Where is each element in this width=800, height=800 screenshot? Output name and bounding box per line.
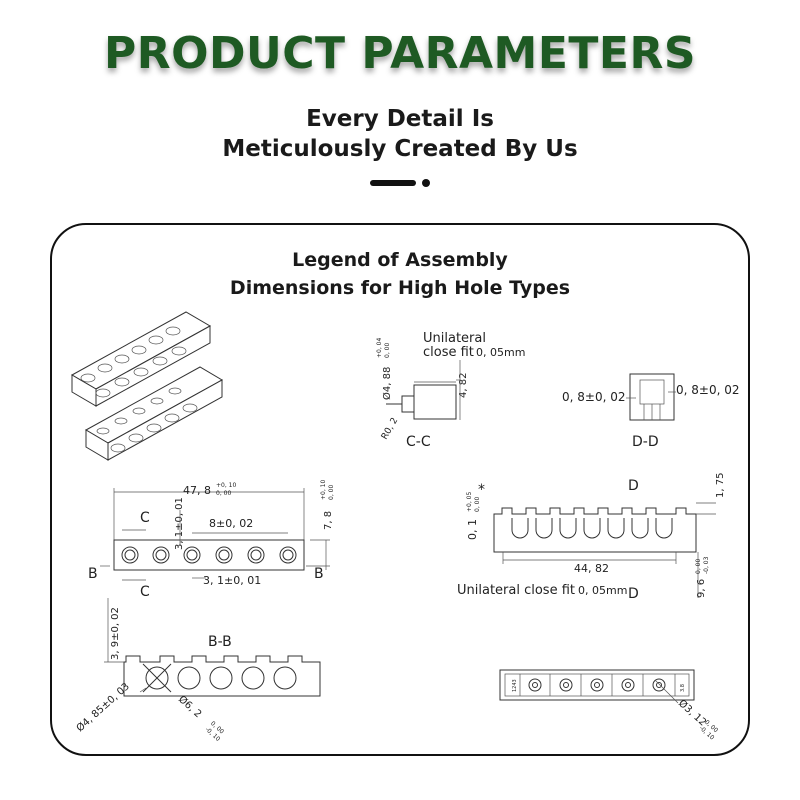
subtitle-line-1: Every Detail Is [306, 106, 494, 132]
diagram-panel [50, 223, 750, 756]
side-top-dim: 1, 75 [715, 473, 726, 498]
top-width: 7, 8 [323, 511, 334, 530]
cc-note-value: 0, 05mm [476, 346, 525, 359]
bb-hole2-dim: Ø6, 2 [176, 693, 204, 720]
side-depth-tol-upper: +0, 05 [466, 492, 473, 512]
side-note-value: 0, 05mm [578, 584, 627, 597]
bottom-part-mark-right: 3.8 [680, 684, 686, 692]
section-marker-c-top: C [140, 510, 150, 526]
bottom-view: 1243 3.8 Ø3, 12 0, 00 -0, 10 [499, 669, 719, 742]
bb-height-dim: 3, 9±0, 02 [110, 607, 121, 660]
dd-left-dim: 0, 8±0, 02 [562, 390, 626, 404]
cc-radius: R0, 2 [380, 416, 400, 441]
side-height-tol-upper: 0, 00 [695, 559, 702, 574]
panel-title: Legend of Assembly Dimensions for High H… [0, 246, 800, 302]
cc-note-line-1: Unilateral [423, 331, 486, 346]
side-view: D D 1, 75 0, 1 +0, 05 0, 00 * 44, 82 [457, 473, 726, 602]
section-marker-d-top: D [628, 478, 639, 494]
top-length: 47, 8 [183, 484, 211, 497]
top-offset-x: 3, 1±0, 01 [203, 574, 261, 587]
top-offset-y: 3, 1±0, 01 [174, 497, 185, 550]
section-marker-d-bottom: D [628, 586, 639, 602]
cc-note-line-2: close fit [423, 345, 474, 360]
cc-height: 4, 82 [458, 373, 469, 398]
cc-diameter-tol-lower: 0, 00 [384, 343, 391, 358]
side-height: 9, 6 [696, 579, 707, 598]
isometric-brick-top [70, 311, 212, 407]
side-height-tol-lower: -0, 03 [703, 556, 710, 574]
dd-right-dim: 0, 8±0, 02 [676, 383, 740, 397]
side-depth-mark: * [478, 482, 485, 498]
side-depth-tol-lower: 0, 00 [474, 497, 481, 512]
section-bb: B-B 3, 9±0, 02 Ø4, 85±0, 03 Ø6, 2 0, 00 … [74, 598, 321, 743]
side-depth: 0, 1 [466, 519, 479, 540]
panel-title-line-1: Legend of Assembly [292, 249, 508, 271]
top-width-tol-upper: +0, 10 [320, 480, 327, 500]
side-length: 44, 82 [574, 562, 609, 575]
top-view: 47, 8 +0, 10 0, 00 C C 3, 1±0, 01 8±0, 0… [88, 480, 335, 600]
dd-label: D-D [632, 434, 659, 450]
top-length-tol-lower: 0, 00 [216, 490, 231, 497]
bb-hole-dim: Ø4, 85±0, 03 [74, 680, 132, 734]
page-subtitle: Every Detail Is Meticulously Created By … [0, 104, 800, 164]
top-pitch: 8±0, 02 [209, 517, 253, 530]
cc-label: C-C [406, 434, 431, 450]
side-note: Unilateral close fit [457, 583, 575, 598]
bb-label: B-B [208, 634, 232, 650]
section-cc: Unilateral close fit 0, 05mm Ø4, 88 +0, … [376, 331, 525, 450]
cc-diameter: Ø4, 88 [381, 367, 393, 400]
subtitle-line-2: Meticulously Created By Us [222, 136, 578, 162]
isometric-brick-bottom [84, 366, 224, 461]
top-width-tol-lower: 0, 00 [328, 485, 335, 500]
section-marker-b-left: B [88, 566, 98, 582]
divider-dot [422, 179, 430, 187]
panel-title-line-2: Dimensions for High Hole Types [229, 277, 571, 299]
bottom-part-mark-left: 1243 [512, 679, 518, 692]
section-marker-c-bottom: C [140, 584, 150, 600]
section-dd: 0, 8±0, 02 0, 8±0, 02 D-D [562, 373, 740, 450]
divider-dash [370, 180, 416, 186]
section-marker-b-right: B [314, 566, 324, 582]
top-length-tol-upper: +0, 10 [216, 482, 236, 489]
page-title: PRODUCT PARAMETERS [103, 28, 697, 79]
cc-diameter-tol-upper: +0, 04 [376, 338, 383, 358]
